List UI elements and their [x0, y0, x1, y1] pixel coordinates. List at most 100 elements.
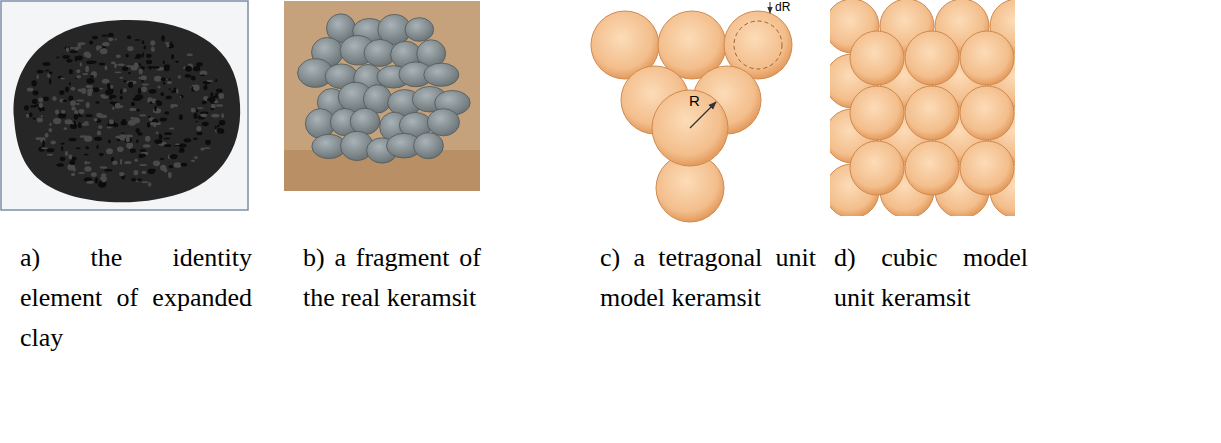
pore — [101, 180, 106, 182]
pore — [118, 64, 125, 67]
pore — [86, 85, 94, 88]
pore — [114, 71, 121, 73]
pore — [118, 105, 123, 108]
pore — [95, 177, 98, 183]
pore — [160, 158, 164, 160]
pore — [87, 90, 92, 96]
pore — [65, 86, 69, 92]
pore — [128, 72, 131, 74]
pore — [61, 110, 65, 114]
pore — [167, 81, 172, 84]
pore — [161, 35, 165, 41]
pore — [129, 108, 136, 111]
pore — [78, 172, 85, 174]
pore — [139, 114, 146, 116]
pore — [115, 38, 117, 40]
pore — [127, 35, 131, 39]
pore — [70, 51, 78, 53]
pore — [138, 88, 141, 94]
pore — [211, 114, 219, 118]
pore — [216, 104, 223, 106]
pore — [33, 118, 36, 120]
pore — [104, 169, 112, 171]
pore — [163, 81, 165, 85]
pore — [99, 180, 106, 185]
pore — [31, 80, 36, 86]
pore — [71, 87, 76, 91]
pore — [151, 46, 155, 51]
pore — [142, 52, 144, 58]
sphere-front — [850, 31, 904, 85]
pore — [65, 119, 73, 124]
pore — [111, 62, 116, 65]
pore — [119, 77, 123, 79]
pore — [49, 122, 51, 126]
pore — [137, 179, 142, 181]
pore — [61, 146, 63, 151]
pore — [138, 156, 143, 159]
pore — [109, 95, 117, 98]
pore — [200, 114, 207, 118]
pore — [125, 137, 132, 143]
pore — [147, 66, 155, 68]
pore — [37, 75, 39, 80]
pore — [119, 172, 125, 176]
pore — [97, 46, 102, 50]
pore — [70, 123, 77, 129]
pore — [69, 160, 75, 165]
pore — [110, 85, 113, 89]
pore — [137, 109, 140, 112]
pore — [81, 123, 89, 125]
pore — [158, 86, 161, 89]
pebble — [424, 63, 459, 86]
pore — [38, 97, 43, 102]
pore — [76, 69, 80, 73]
pore — [45, 70, 49, 72]
pore — [154, 139, 162, 144]
pore — [149, 101, 152, 103]
pore — [120, 159, 122, 165]
photo-expanded-clay — [1, 1, 248, 210]
pore — [112, 107, 114, 110]
pore — [96, 145, 99, 149]
pore — [88, 60, 96, 63]
pore — [135, 39, 140, 41]
pore — [74, 121, 76, 126]
pore — [185, 74, 192, 78]
pore — [45, 133, 49, 138]
pore — [204, 147, 211, 149]
pore — [171, 54, 174, 58]
pore — [37, 70, 44, 74]
radius-label: R — [689, 93, 700, 108]
granule-body — [14, 20, 241, 202]
pore — [187, 53, 193, 56]
pore — [78, 43, 82, 47]
pore — [76, 99, 84, 101]
pore — [216, 89, 223, 93]
pore — [140, 149, 147, 152]
pore — [66, 59, 73, 62]
pore — [175, 61, 179, 63]
pore — [42, 62, 50, 66]
pore — [195, 121, 198, 123]
pore — [154, 106, 157, 112]
pore — [163, 60, 165, 64]
pore — [102, 42, 109, 46]
pore — [96, 113, 102, 118]
pebble — [414, 133, 444, 159]
panel-caption: a) the identity element of expanded clay — [20, 238, 252, 358]
pore — [121, 121, 127, 126]
pore — [108, 33, 114, 38]
pebbles — [298, 14, 471, 163]
pore — [94, 118, 98, 122]
pore — [156, 131, 159, 134]
panel-caption: c) a tetragonal unit model keramsit — [600, 238, 816, 318]
pore — [218, 94, 224, 96]
pore — [196, 109, 199, 112]
pore — [169, 88, 171, 90]
pore — [33, 90, 39, 95]
pore — [191, 160, 195, 162]
pore — [166, 96, 172, 100]
